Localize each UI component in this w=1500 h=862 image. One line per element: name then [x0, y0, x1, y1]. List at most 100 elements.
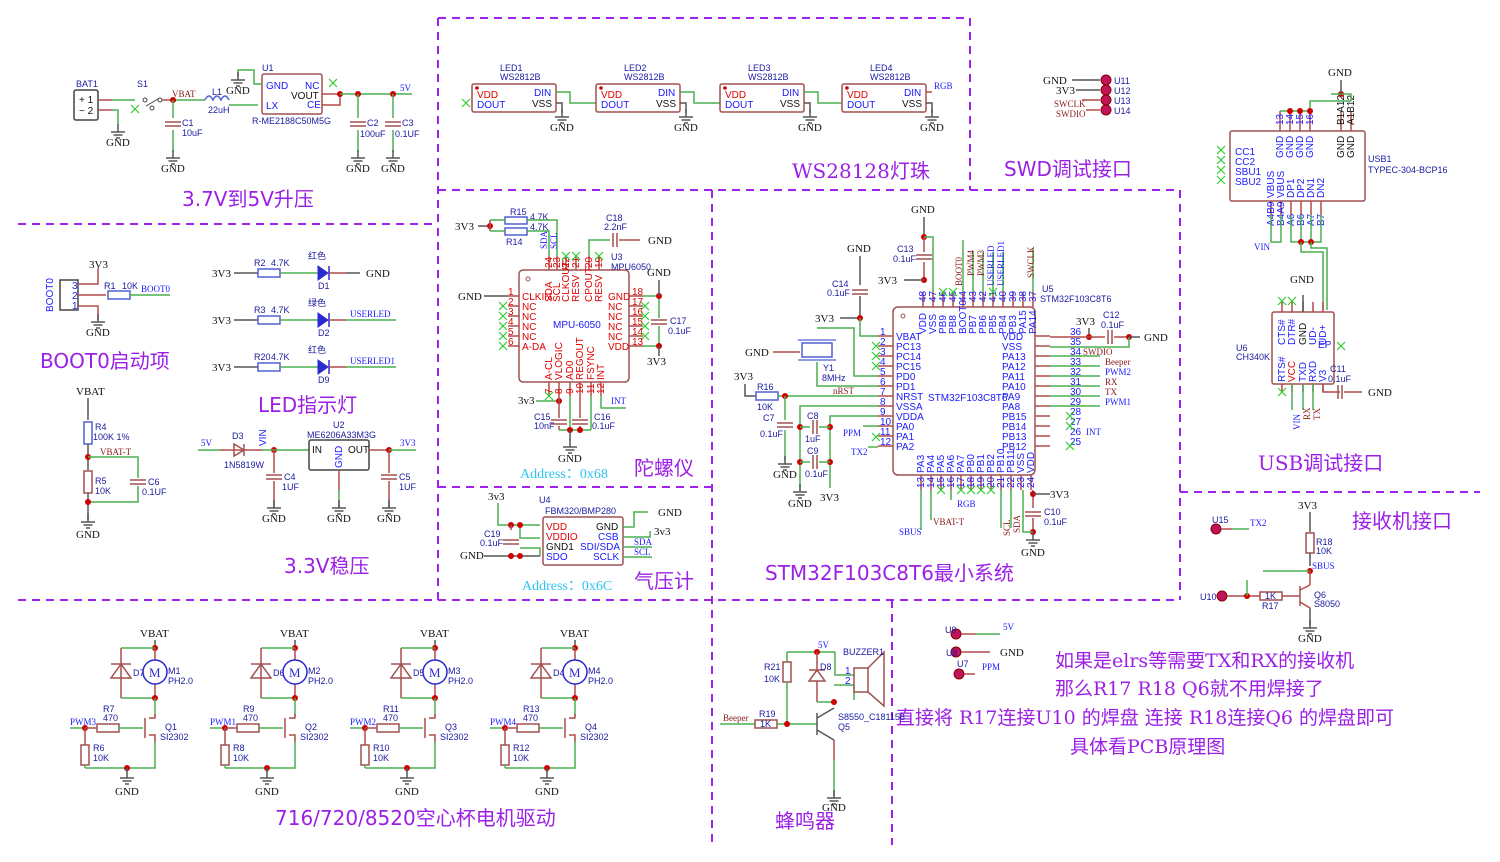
- led-ref: LED3: [748, 63, 771, 73]
- mosfet-part: SI2302: [300, 732, 329, 742]
- 3v3-label: 3v3: [518, 395, 535, 407]
- pad-ref: U13: [1114, 96, 1131, 106]
- pin-number: 41: [988, 290, 999, 302]
- u8-ref: U8: [946, 648, 958, 658]
- boot0-ref: BOOT0: [45, 278, 56, 312]
- pin-label: 1: [72, 301, 78, 312]
- pin-number: 3: [880, 347, 886, 358]
- r5-value: 10K: [95, 486, 111, 496]
- sda-label: SDA: [1012, 514, 1022, 533]
- pin-label: UD-: [1308, 327, 1319, 345]
- u5-chip: [892, 306, 1036, 476]
- pin-label: VSS: [656, 99, 676, 110]
- pin-label: PA12: [1002, 362, 1026, 373]
- pin-label: VDD: [601, 90, 622, 101]
- gnd-label: GND: [847, 243, 871, 255]
- gnd-label: GND: [1021, 547, 1045, 559]
- boot0-net: BOOT0: [141, 284, 170, 294]
- 3v3-label: 3V3: [89, 259, 108, 271]
- motor-glyph: M: [289, 665, 301, 680]
- pin-label: DN1: [1306, 178, 1317, 198]
- pin-label: NRST: [896, 392, 923, 403]
- pin-label: INT: [596, 364, 607, 380]
- ws2812-led: [719, 83, 805, 113]
- c14-value: 0.1uF: [827, 288, 851, 298]
- ws2812-chain: LED1WS2812BVDDDOUTDINVSSGNDLED2WS2812BVD…: [461, 63, 953, 134]
- pin-label: 2: [72, 291, 78, 302]
- led-net-label: USERLED1: [350, 356, 395, 366]
- u1-part: R-ME2188C50M5G: [252, 116, 331, 126]
- pin-number: 33: [1070, 357, 1082, 368]
- mosfet-part: SI2302: [160, 732, 189, 742]
- pin-number: 17: [632, 297, 644, 308]
- led-part: WS2812B: [748, 72, 789, 82]
- led-part: WS2812B: [870, 72, 911, 82]
- tx-label: TX: [1105, 387, 1117, 397]
- resistor-value: 10K: [373, 753, 389, 763]
- pin-label: DP2: [1296, 178, 1307, 198]
- pin-number: 21: [571, 256, 582, 268]
- c8-ref: C8: [807, 411, 819, 421]
- pin-label: DOUT: [847, 100, 875, 111]
- gnd-label: GND: [658, 507, 682, 519]
- pin-label: PA0: [896, 422, 915, 433]
- c19-ref: C19: [484, 529, 501, 539]
- c17-value: 0.1uF: [668, 326, 692, 336]
- pin-label: OUT: [348, 445, 369, 456]
- pin-label: SDI/SDA: [580, 542, 620, 553]
- pin-number: 14: [632, 327, 644, 338]
- pin-number: 17: [956, 476, 967, 488]
- 5v-label: 5V: [201, 438, 213, 448]
- c17-ref: C17: [670, 316, 687, 326]
- pin1-marker: [723, 86, 727, 90]
- diode-ref: D4: [553, 668, 565, 678]
- pin-number: 23: [552, 256, 563, 268]
- motor-ref: M1: [168, 666, 181, 676]
- gnd-label: GND: [788, 498, 812, 510]
- pulldown-resistor: [500, 744, 510, 766]
- c7-ref: C7: [763, 413, 775, 423]
- note-line: 直接将 R17连接U10 的焊盘 连接 R18连接Q6 的焊盘即可: [896, 707, 1394, 729]
- pin-label: DTR#: [1287, 318, 1298, 345]
- vbat-label: VBAT: [76, 386, 105, 398]
- pin-number: 14: [926, 476, 937, 488]
- gate-resistor: [236, 723, 260, 733]
- pin-number: 39: [1008, 290, 1019, 302]
- scl-label: SCL: [549, 232, 559, 249]
- ws2812-led: [841, 83, 927, 113]
- led-color: 红色: [308, 344, 326, 355]
- pin-number: 24: [1026, 476, 1037, 488]
- c5-ref: C5: [399, 472, 411, 482]
- pin-label: PB15: [1002, 412, 1027, 423]
- pin-label: GND: [1275, 136, 1286, 158]
- pin-label: FSYNC: [586, 346, 597, 380]
- c5-value: 1UF: [399, 482, 417, 492]
- gnd-label: GND: [346, 163, 370, 175]
- led-diode: [317, 312, 329, 328]
- pin-label: CPOUT: [584, 267, 595, 302]
- pin-number: 6: [880, 377, 886, 388]
- pin-number: B4A9: [1276, 201, 1287, 226]
- r17-ref: R17: [1262, 601, 1279, 611]
- pin-label: PA3: [916, 454, 927, 473]
- pin-label: PB11: [1006, 449, 1017, 473]
- 3v3-label: 3V3: [820, 492, 839, 504]
- pin-number: 29: [1070, 397, 1082, 408]
- motor-glyph: M: [569, 665, 581, 680]
- pin-number: 8: [554, 388, 565, 394]
- gnd-label: GND: [76, 529, 100, 541]
- beeper-label: Beeper: [1105, 357, 1130, 367]
- pin-number: 19: [976, 476, 987, 488]
- led-resistor: [257, 268, 281, 278]
- pin-label: VDD: [918, 313, 929, 334]
- pad-ref: U11: [1114, 76, 1130, 86]
- pwm-label: PWM4: [490, 717, 517, 727]
- beeper-label: Beeper: [723, 713, 748, 723]
- r1-ref: R1: [104, 281, 116, 291]
- r16-ref: R16: [757, 382, 774, 392]
- pin-label: VSS: [780, 99, 800, 110]
- ldo-regulator: 5V D3 1N5819W VIN GND C4 1UF U2 ME6206A3…: [198, 420, 417, 525]
- pin-label: RXD: [1308, 361, 1319, 382]
- pin-label: VSS: [532, 99, 552, 110]
